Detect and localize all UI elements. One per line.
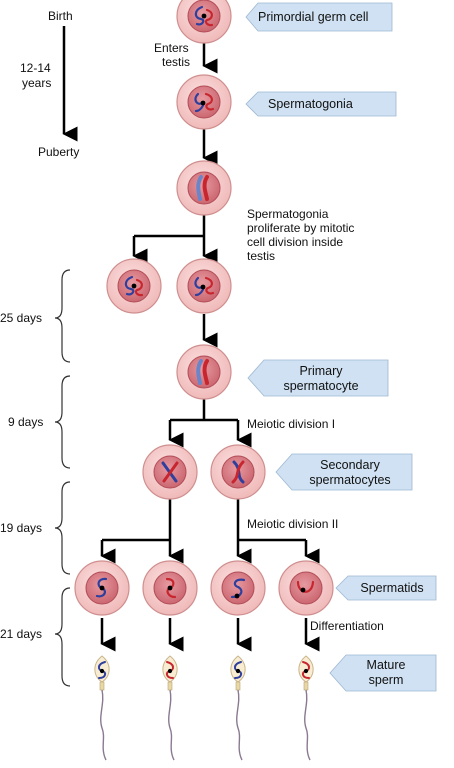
note-proliferate-line2: proliferate by mitotic	[247, 221, 354, 235]
chromosomes	[296, 580, 315, 593]
tag-mature-line2: sperm	[369, 673, 404, 687]
note-meiosis2: Meiotic division II	[247, 517, 338, 531]
chromosomes	[95, 577, 108, 598]
note-enters-line2: testis	[162, 55, 190, 69]
sperm-midpiece	[167, 681, 173, 691]
tag-primary	[247, 359, 389, 397]
sperm-midpiece	[303, 681, 309, 691]
cells	[74, 0, 334, 616]
sperm-midpiece	[99, 681, 105, 691]
timeline-birth-label: Birth	[48, 9, 73, 23]
tag-secondary-line2: spermatocytes	[309, 473, 390, 487]
cell-spermatogonium-daughter-left	[106, 258, 162, 314]
sperm-centromere	[235, 668, 241, 674]
sperm-4	[298, 655, 314, 761]
tag-secondary	[275, 453, 413, 491]
chromosomes	[124, 275, 144, 297]
cell-secondary-spermatocyte-left	[142, 444, 198, 500]
cell-dividing-spermatogonium	[176, 160, 232, 216]
tag-primary-line2: spermatocyte	[283, 379, 358, 393]
mature-sperm-group	[94, 655, 314, 761]
brace-9-days	[54, 375, 71, 469]
sperm-tail	[168, 689, 175, 761]
cell-primordial-germ	[176, 0, 232, 44]
note-meiosis1: Meiotic division I	[247, 417, 335, 431]
sperm-centromere	[303, 668, 309, 674]
cell-spermatid-4	[278, 560, 334, 616]
chromosomes	[194, 5, 214, 27]
tag-mature	[329, 654, 437, 692]
sperm-centromere	[167, 668, 173, 674]
sperm-3	[230, 655, 246, 761]
tag-mature-line1: Mature	[367, 658, 406, 672]
cell-spermatid-2	[142, 560, 198, 616]
chromosomes	[194, 92, 215, 113]
meiosis1-branch	[170, 398, 238, 422]
note-proliferate-line4: testis	[247, 249, 275, 263]
duration-9-days: 9 days	[8, 415, 43, 429]
tag-spermatids	[335, 575, 437, 601]
brace-25-days	[54, 269, 71, 363]
note-enters-line1: Enters	[154, 41, 189, 55]
cell-spermatid-1	[74, 560, 130, 616]
sperm-tail	[236, 689, 243, 761]
stage-tags: Primordial germ cell Spermatogonia Prima…	[245, 2, 437, 692]
cell-primary-spermatocyte	[176, 344, 232, 400]
duration-25-days: 25 days	[0, 311, 42, 325]
duration-19-days: 19 days	[0, 521, 42, 535]
notes: Enters testis Spermatogonia proliferate …	[154, 41, 384, 633]
chromosomes	[165, 577, 177, 599]
sperm-centromere	[99, 668, 105, 674]
sperm-2	[162, 655, 178, 761]
timeline-puberty-label: Puberty	[38, 145, 79, 159]
sperm-tail	[304, 689, 311, 761]
sperm-tail	[100, 689, 107, 761]
chromosomes	[161, 461, 179, 483]
tag-primordial-label: Primordial germ cell	[258, 10, 368, 24]
tag-secondary-line1: Secondary	[320, 458, 381, 472]
tag-primordial	[245, 2, 393, 32]
brace-21-days	[54, 587, 71, 687]
note-proliferate-line3: cell division inside	[247, 235, 343, 249]
sperm-1	[94, 655, 110, 761]
tag-spermatogonia-label: Spermatogonia	[268, 97, 353, 111]
connectors	[100, 40, 320, 652]
duration-21-days: 21 days	[0, 627, 42, 641]
chromosomes	[231, 460, 245, 484]
note-proliferate-line1: Spermatogonia	[247, 207, 329, 221]
cell-spermatid-3	[210, 560, 266, 616]
tag-spermatids-label: Spermatids	[360, 581, 423, 595]
cell-spermatogonium-daughter-right	[176, 258, 232, 314]
chromosomes	[230, 578, 246, 599]
tag-spermatogonia	[245, 91, 397, 117]
chromosomes	[194, 276, 215, 297]
tag-primary-line1: Primary	[299, 364, 343, 378]
brace-19-days	[54, 481, 71, 575]
meiosis2-left-branch	[102, 498, 172, 542]
timeline: Birth 12-14 years Puberty	[20, 9, 79, 159]
meiosis2-right-branch	[236, 498, 306, 542]
chromosomes	[196, 359, 209, 385]
chromosomes	[196, 175, 209, 201]
timeline-interval-line1: 12-14	[20, 61, 51, 75]
cell-secondary-spermatocyte-right	[210, 444, 266, 500]
note-differentiation: Differentiation	[310, 619, 384, 633]
mitosis-branch	[134, 214, 206, 238]
duration-braces: 25 days 9 days 19 days 21 days	[0, 269, 71, 687]
sperm-midpiece	[235, 681, 241, 691]
timeline-interval-line2: years	[22, 76, 51, 90]
cell-spermatogonium	[176, 74, 232, 130]
nucleus	[289, 571, 323, 605]
